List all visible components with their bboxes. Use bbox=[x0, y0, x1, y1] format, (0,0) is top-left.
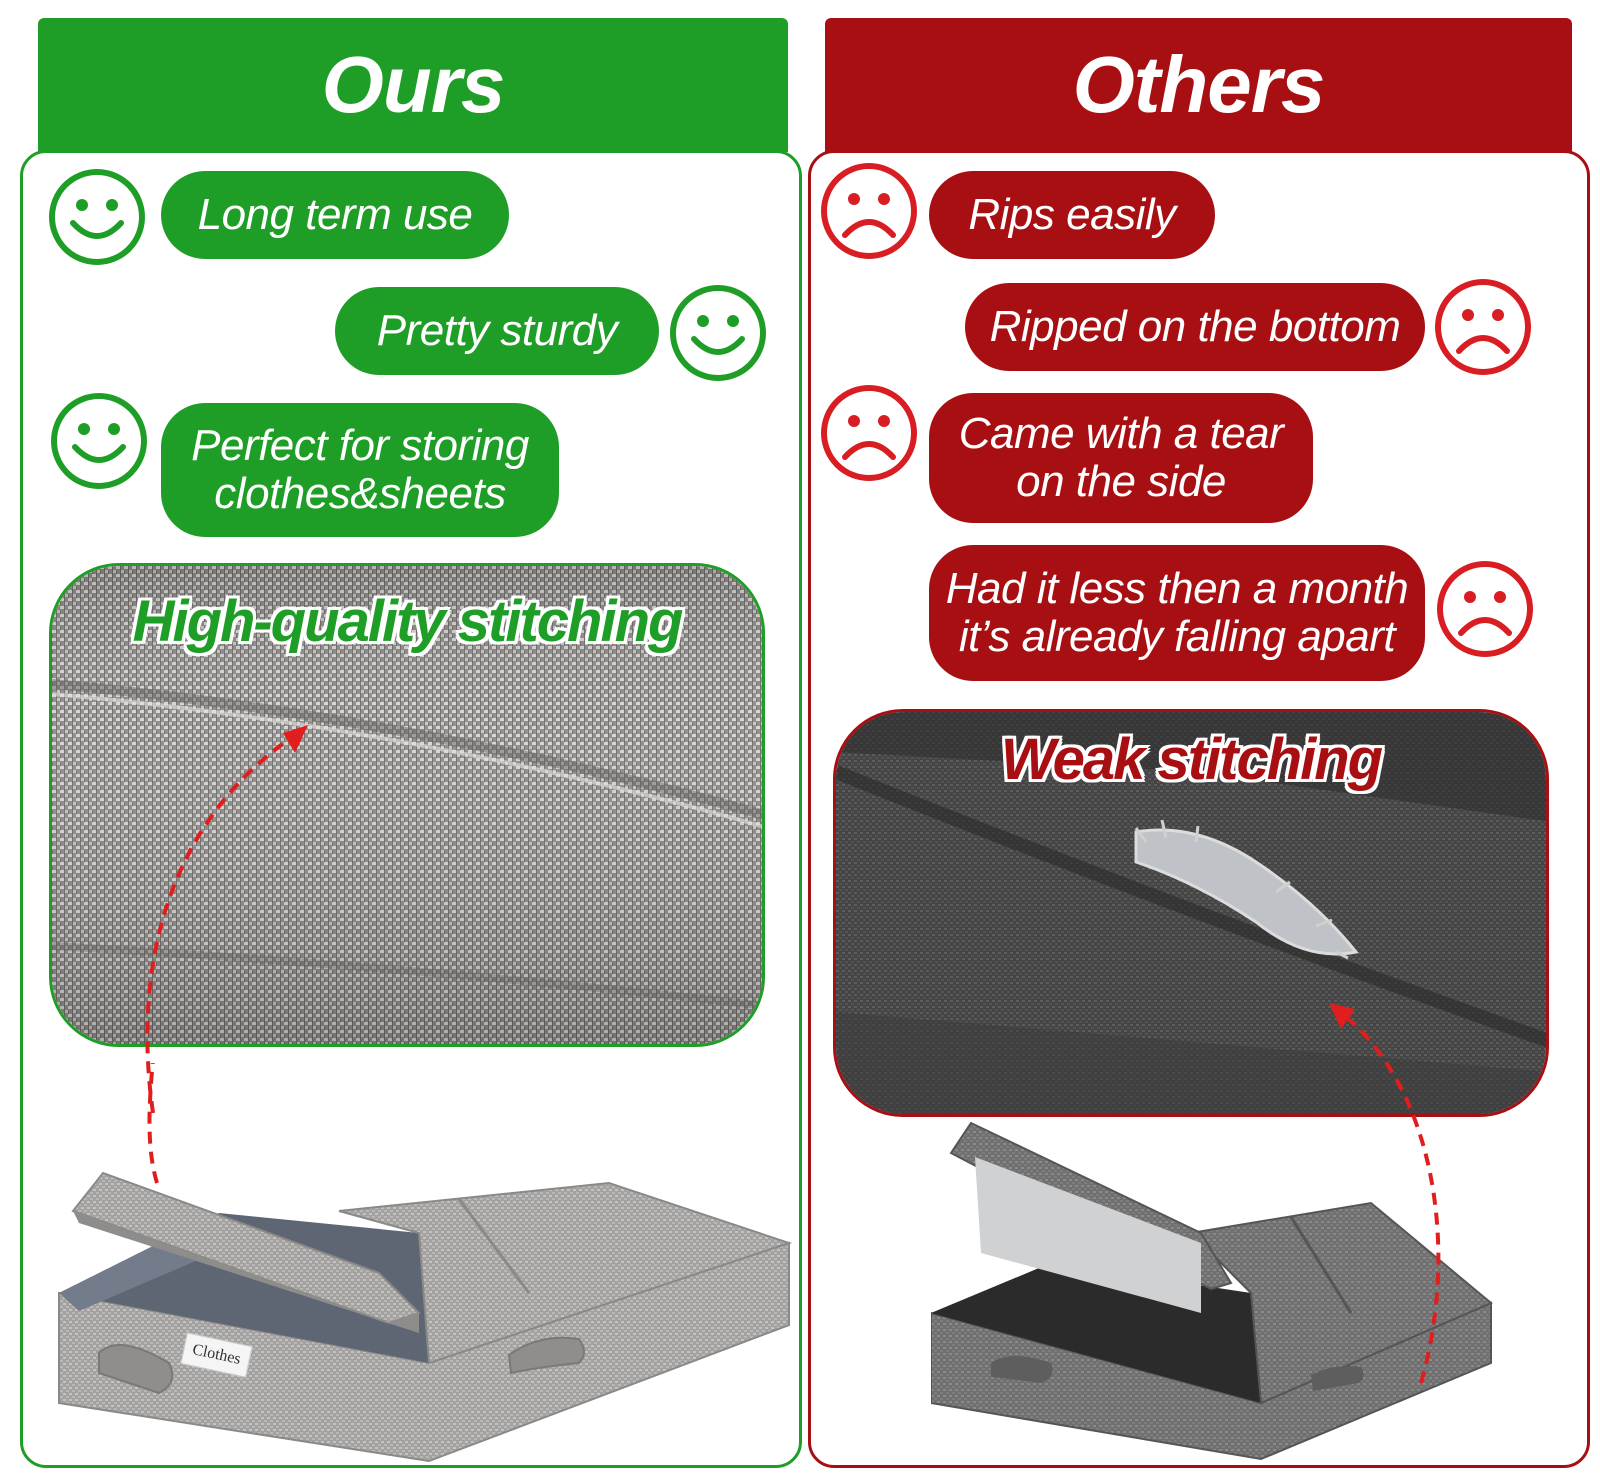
pill-text: Long term use bbox=[197, 190, 473, 239]
sad-face-icon bbox=[821, 385, 917, 481]
pill-text: Ripped on the bottom bbox=[989, 302, 1401, 351]
pill-text-line-2: on the side bbox=[1016, 457, 1226, 506]
pill-text-line-1: Perfect for storing bbox=[191, 421, 529, 470]
sad-face-icon bbox=[821, 163, 917, 259]
ours-pill-3: Perfect for storing clothes&sheets bbox=[161, 403, 559, 537]
fabric-texture bbox=[836, 712, 1546, 1114]
others-panel: Rips easily Ripped on the bottom Came wi… bbox=[808, 150, 1590, 1468]
smiley-face-icon bbox=[670, 285, 766, 381]
smiley-face-icon bbox=[49, 169, 145, 265]
others-pill-4: Had it less then a month it’s already fa… bbox=[929, 545, 1425, 681]
others-header: Others bbox=[825, 18, 1572, 152]
photo-title: High-quality stitching bbox=[132, 589, 684, 654]
ours-header: Ours bbox=[38, 18, 788, 152]
pill-text-line-1: Had it less then a month bbox=[945, 564, 1409, 613]
ours-panel: Long term use Pretty sturdy Perfect for … bbox=[20, 150, 802, 1468]
pointer-arrow-icon bbox=[1329, 1003, 1441, 1383]
sad-face-icon bbox=[1435, 279, 1531, 375]
pill-text-line-2: clothes&sheets bbox=[214, 469, 506, 518]
pill-text: Pretty sturdy bbox=[376, 306, 618, 355]
stitching-closeup-photo: High-quality stitching bbox=[49, 563, 765, 1047]
others-storage-box-image bbox=[931, 1121, 1493, 1461]
pointer-arrow-icon bbox=[145, 725, 308, 1113]
sad-face-icon bbox=[1437, 561, 1533, 657]
ours-title: Ours bbox=[321, 40, 506, 129]
ours-pill-1: Long term use bbox=[161, 171, 509, 259]
smiley-face-icon bbox=[51, 393, 147, 489]
fabric-texture bbox=[52, 566, 762, 1044]
photo-title: Weak stitching bbox=[1000, 727, 1383, 792]
others-pill-1: Rips easily bbox=[929, 171, 1215, 259]
ours-pill-2: Pretty sturdy bbox=[335, 287, 659, 375]
others-title: Others bbox=[1072, 40, 1326, 129]
others-pill-2: Ripped on the bottom bbox=[965, 283, 1425, 371]
pill-text-line-2: it’s already falling apart bbox=[958, 612, 1396, 661]
pill-text: Rips easily bbox=[968, 190, 1176, 239]
ours-storage-box-image bbox=[58, 1063, 793, 1463]
others-pill-3: Came with a tear on the side bbox=[929, 393, 1313, 523]
pill-text-line-1: Came with a tear bbox=[958, 409, 1284, 458]
weak-stitching-closeup-photo: Weak stitching bbox=[833, 709, 1549, 1117]
